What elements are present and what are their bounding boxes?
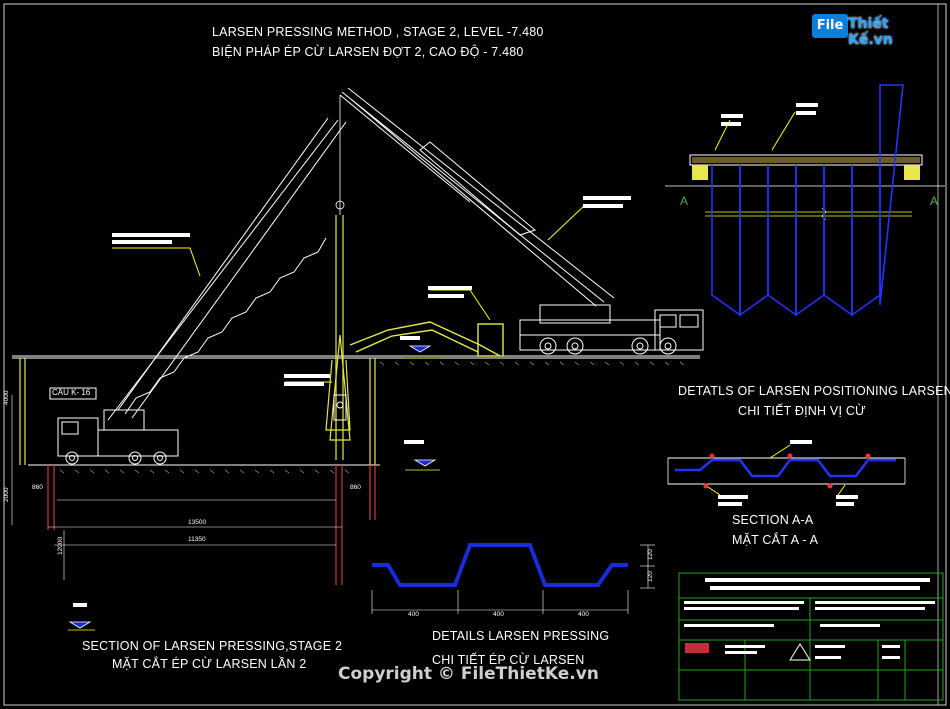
logo-rest-text: Thiết Kế.vn: [848, 16, 893, 48]
caption-details-vi: CHI TIẾT ÉP CỪ LARSEN: [432, 653, 585, 667]
dim-right-offset: 860: [350, 484, 361, 491]
caption-section-aa-en: SECTION A-A: [732, 513, 814, 527]
caption-positioning-en: DETATLS OF LARSEN POSITIONING LARSEN: [678, 384, 950, 398]
leader-label-blocks: [73, 103, 858, 607]
dim-sheet-h1: 120: [647, 549, 654, 560]
crane-truck-right: [519, 304, 704, 355]
sheet-pile-profile: [372, 543, 628, 587]
section-aa-sheet-piles: [711, 84, 904, 317]
caption-details-en: DETAILS LARSEN PRESSING: [432, 629, 610, 643]
hydraulic-arm: [349, 321, 504, 357]
title-block-text-placeholders: [684, 578, 935, 659]
pile-press-unit: [333, 394, 347, 421]
copyright-watermark: Copyright © FileThietKe.vn: [338, 664, 599, 684]
caption-positioning-vi: CHI TIẾT ĐỊNH VỊ CỪ: [738, 404, 866, 418]
dim-sheet-w1: 400: [408, 611, 419, 618]
title-block: [678, 572, 944, 701]
section-aa-elevation: [665, 154, 945, 221]
dim-pile-depth: 12000: [57, 536, 64, 555]
caption-section-aa-vi: MẶT CẮT A - A: [732, 533, 819, 547]
title-block-logo: [685, 643, 811, 661]
caption-section-vi: MẶT CẮT ÉP CỪ LARSEN LẦN 2: [112, 657, 307, 671]
caption-section-en: SECTION OF LARSEN PRESSING,STAGE 2: [82, 639, 343, 653]
pile-being-pressed: [325, 215, 351, 460]
dim-depth-left: 2000: [3, 487, 10, 502]
dim-left-offset: 860: [32, 484, 43, 491]
dim-sheet-h2: 120: [647, 571, 654, 582]
dimension-lines: [11, 395, 342, 580]
logo-file-text: File: [812, 14, 848, 38]
crane-cable: [335, 95, 345, 215]
drawing-frame: [3, 3, 947, 706]
dim-sheet-w3: 400: [578, 611, 589, 618]
crane-boom-right: [339, 87, 615, 307]
leader-lines: [112, 111, 846, 496]
section-mark-right: A: [930, 194, 939, 208]
dim-sheet-w2: 400: [493, 611, 504, 618]
crane-tag: CẦU K- 16: [52, 388, 91, 397]
filethietke-logo: File Thiết Kế.vn: [812, 12, 920, 48]
drawing-title-vi: BIỆN PHÁP ÉP CỪ LARSEN ĐỢT 2, CAO ĐỘ - 7…: [212, 45, 524, 59]
level-markers: [68, 345, 440, 631]
crane-truck-left: [49, 387, 179, 465]
ground-surface: [12, 355, 700, 466]
soil-hatch: [59, 361, 685, 474]
sheet-pile-dims: [371, 544, 655, 614]
dim-height-left: 4000: [3, 390, 10, 405]
crane-boom-left: [107, 117, 347, 421]
excavation-wall-right: [369, 358, 376, 465]
excavation-wall-left: [19, 358, 26, 465]
larsen-piles: [47, 465, 376, 585]
positioning-detail: [667, 453, 906, 489]
dim-width-total: 13500: [188, 519, 207, 526]
section-mark-left: A: [680, 194, 689, 208]
dim-width-inner: 11350: [188, 536, 206, 543]
drawing-title-en: LARSEN PRESSING METHOD , STAGE 2, LEVEL …: [212, 25, 544, 39]
